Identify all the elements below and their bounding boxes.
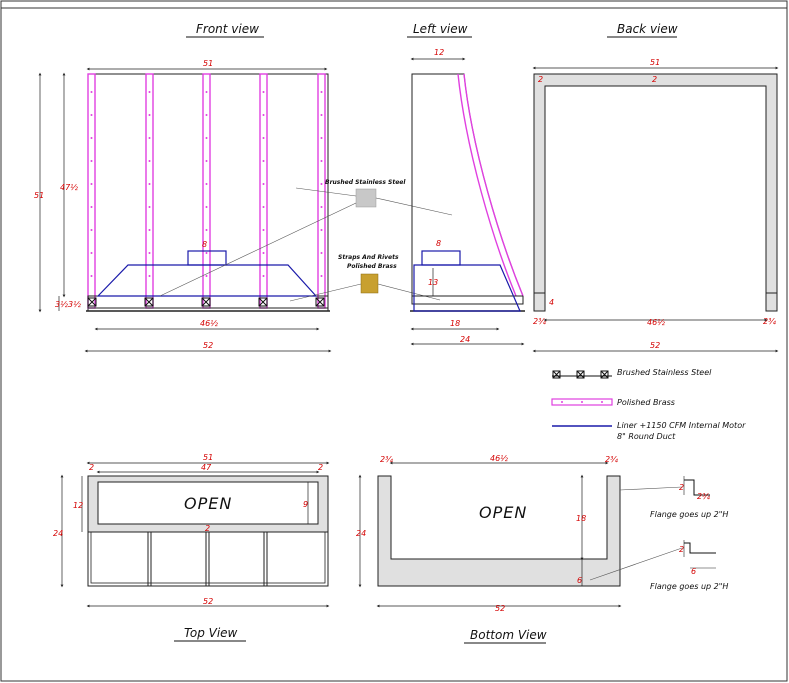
front-dim-bottom-a: 3½ — [55, 300, 68, 309]
title-bottom-view: Bottom View — [470, 628, 547, 642]
top-opening-label: OPEN — [184, 494, 232, 513]
top-dim-depth: 24 — [53, 529, 63, 538]
flange-details: 2 2¾ Flange goes up 2"H 2 6 Flange goes … — [650, 476, 728, 591]
front-dim-overall-width: 52 — [203, 341, 213, 350]
back-dim-inner-width: 46½ — [647, 318, 665, 327]
legend-brass-label: Polished Brass — [617, 398, 675, 407]
front-dim-height: 51 — [34, 191, 44, 200]
back-dim-top: 51 — [650, 58, 660, 67]
back-dim-top-wall: 2 — [652, 75, 657, 84]
title-front-view: Front view — [196, 22, 259, 36]
top-dim-inner: 47 — [201, 463, 212, 472]
legend-brass-icon — [551, 398, 613, 406]
title-top-view: Top View — [184, 626, 238, 640]
left-view: 12 8 13 18 24 — [410, 48, 525, 346]
bottom-dim-left: 2¾ — [380, 455, 393, 464]
top-dim-opening-inner: 9 — [303, 500, 308, 509]
back-dim-left-wall: 2 — [538, 75, 543, 84]
bottom-dim-height: 18 — [576, 514, 586, 523]
left-dim-box-height: 13 — [428, 278, 438, 287]
callouts: Brushed Stainless Steel Straps And Rivet… — [159, 179, 453, 302]
brass-swatch — [360, 273, 379, 294]
bottom-dim-inner: 46½ — [490, 454, 508, 463]
legend-steel-label: Brushed Stainless Steel — [617, 368, 712, 377]
legend-liner-line2: 8" Round Duct — [617, 432, 676, 441]
back-view: 51 2 2 4 2¾ 2¾ 46½ 52 — [532, 58, 779, 353]
top-dim-overall-width: 52 — [203, 597, 213, 606]
front-dim-inner-width: 46½ — [200, 319, 218, 328]
liner-front — [96, 250, 318, 297]
left-dim-vent: 8 — [436, 239, 441, 248]
view-titles: Front view Left view Back view Top View … — [174, 22, 678, 644]
top-dim-left: 2 — [89, 463, 94, 472]
callout-straps-line2: Polished Brass — [347, 263, 397, 270]
back-dim-overall-width: 52 — [650, 341, 660, 350]
title-left-view: Left view — [413, 22, 468, 36]
legend-liner-line1: Liner +1150 CFM Internal Motor — [617, 421, 746, 430]
flange-top-note: Flange goes up 2"H — [650, 510, 728, 519]
steel-swatch — [355, 188, 377, 208]
callout-steel: Brushed Stainless Steel — [325, 179, 406, 186]
left-dim-overall: 24 — [460, 335, 470, 344]
flange-bottom-b: 6 — [691, 567, 696, 576]
bottom-view: OPEN 2¾ 46½ 2¾ 24 18 6 52 — [356, 454, 683, 613]
left-dim-top: 12 — [434, 48, 444, 57]
back-dim-leg: 4 — [549, 298, 554, 307]
front-dim-vent: 8 — [202, 240, 207, 249]
top-view: OPEN 51 47 2 2 12 9 2 24 52 — [53, 453, 330, 608]
front-view: 51 51 47½ 3½ 3½ 46½ 52 8 — [34, 59, 332, 353]
front-dim-bottom-b: 3½ — [68, 300, 81, 309]
liner-left — [413, 250, 521, 312]
flange-top-b: 2¾ — [697, 492, 710, 501]
front-dim-top: 51 — [203, 59, 213, 68]
brass-straps-front — [87, 73, 326, 309]
bottom-dim-depth: 24 — [356, 529, 366, 538]
bottom-opening-label: OPEN — [479, 503, 527, 522]
title-back-view: Back view — [617, 22, 678, 36]
legend-steel-icon — [552, 370, 612, 379]
flange-bottom-note: Flange goes up 2"H — [650, 582, 728, 591]
bottom-dim-bottom: 6 — [577, 576, 582, 585]
flange-bottom-a: 2 — [679, 545, 684, 554]
back-dim-bottom-left: 2¾ — [533, 317, 546, 326]
front-dim-inner-height: 47½ — [60, 183, 78, 192]
top-dim-overall-top: 51 — [203, 453, 213, 462]
bottom-dim-overall-width: 52 — [495, 604, 505, 613]
top-dim-right: 2 — [318, 463, 323, 472]
flange-top-a: 2 — [679, 483, 684, 492]
bottom-dim-right: 2¾ — [605, 455, 618, 464]
top-dim-opening-height: 12 — [73, 501, 83, 510]
legend: Brushed Stainless Steel Polished Brass L… — [551, 368, 746, 441]
left-dim-base: 18 — [450, 319, 460, 328]
top-dim-mid: 2 — [205, 524, 210, 533]
back-dim-bottom-right: 2¾ — [763, 317, 776, 326]
steel-crosses-front — [87, 297, 325, 307]
callout-straps-line1: Straps And Rivets — [338, 254, 399, 261]
